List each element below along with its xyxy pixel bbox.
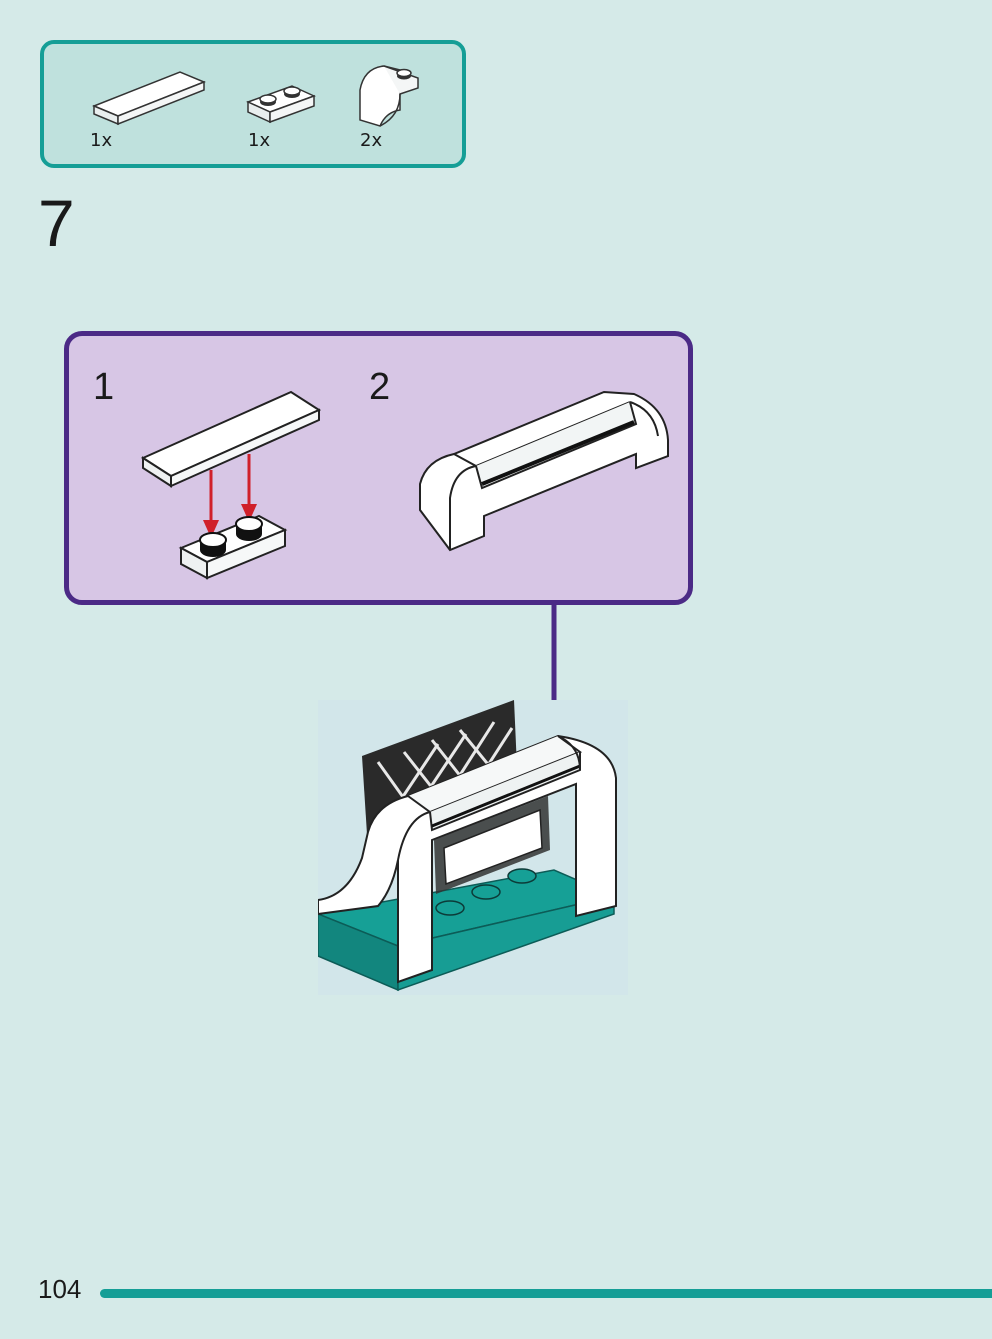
substep-number: 1	[93, 366, 115, 408]
step-number: 7	[38, 186, 75, 260]
subassembly-box: 1 2	[64, 331, 693, 605]
part-qty: 2x	[360, 130, 383, 151]
substep-1-illustration	[139, 388, 329, 592]
part-qty: 1x	[90, 130, 113, 151]
parts-list-box: 1x 1x 2x	[40, 40, 466, 168]
page-number: 104	[38, 1274, 82, 1304]
substep-2-illustration	[414, 388, 674, 562]
substep-number: 2	[369, 366, 391, 408]
plate-1x2-icon	[246, 78, 318, 130]
tile-1x4-icon	[88, 66, 208, 130]
curved-slope-icon	[356, 60, 428, 132]
page-footer-rule	[100, 1289, 992, 1298]
model-illustration	[315, 700, 628, 999]
part-qty: 1x	[248, 130, 271, 151]
